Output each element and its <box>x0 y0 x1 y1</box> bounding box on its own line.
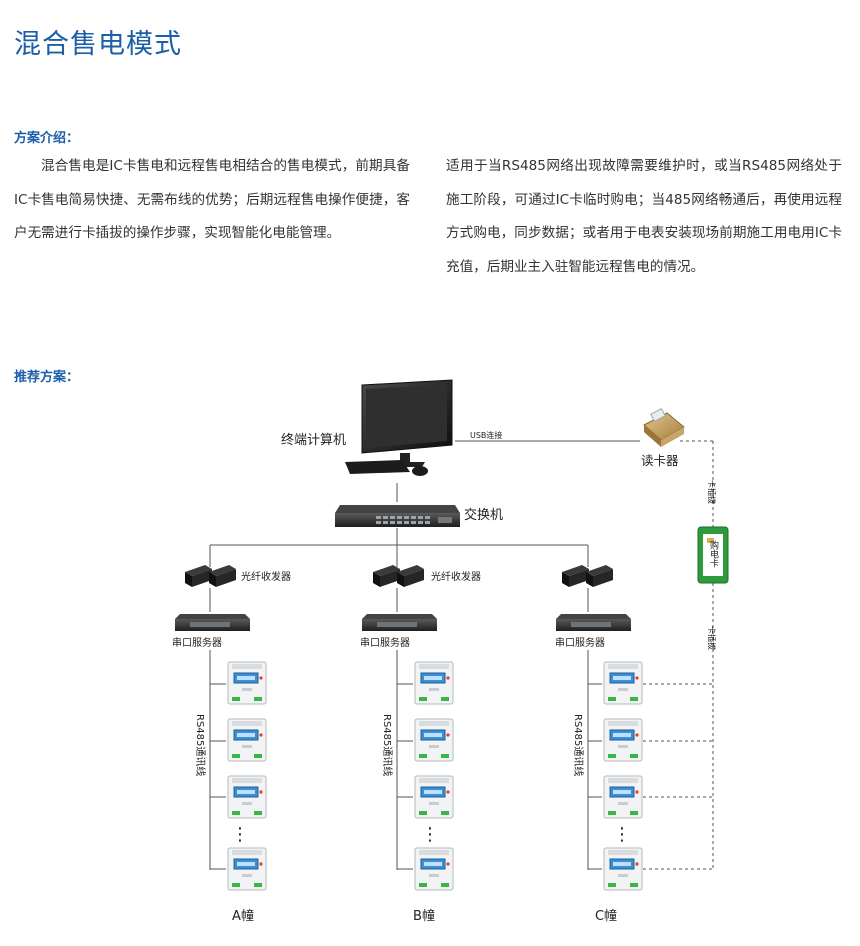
electric-meter-c-2 <box>603 718 643 762</box>
serial-server-c <box>556 614 631 631</box>
electric-meter-c-1 <box>603 661 643 705</box>
electric-meter-c-4 <box>603 847 643 891</box>
electric-meter-a-3 <box>227 775 267 819</box>
purchase-card-label: 购电卡 <box>708 539 719 568</box>
electric-meter-b-2 <box>414 718 454 762</box>
building-a-label: A幢 <box>232 908 254 924</box>
meters-layer <box>227 661 643 891</box>
serial-server-a <box>175 614 250 631</box>
card-dashed-lines <box>643 440 714 870</box>
ellipsis-a: ⋮ <box>231 824 249 845</box>
electric-meter-a-1 <box>227 661 267 705</box>
computer-label: 终端计算机 <box>281 432 346 448</box>
serial-server-c-label: 串口服务器 <box>555 636 605 649</box>
electric-meter-c-3 <box>603 775 643 819</box>
transceiver-a <box>185 565 236 587</box>
page-title: 混合售电模式 <box>14 29 182 60</box>
electric-meter-a-4 <box>227 847 267 891</box>
purchase-card <box>697 526 729 584</box>
serial-server-b-label: 串口服务器 <box>360 636 410 649</box>
rs485-label-a: RS485通讯线 <box>194 714 207 776</box>
intro-right-paragraph: 适用于当RS485网络出现故障需要维护时，或当RS485网络处于施工阶段，可通过… <box>446 158 842 275</box>
transceiver-b-label: 光纤收发器 <box>431 570 481 583</box>
serial-server-b <box>362 614 437 631</box>
rs485-label-c: RS485通讯线 <box>572 714 585 776</box>
intro-heading: 方案介绍： <box>14 131 80 146</box>
recommend-heading: 推荐方案： <box>14 370 80 385</box>
ellipsis-b: ⋮ <box>421 824 439 845</box>
transceiver-c <box>562 565 613 587</box>
card-insert-label-bottom: 卡插拔 <box>707 626 717 650</box>
rs485-label-b: RS485通讯线 <box>381 714 394 776</box>
computer <box>345 379 453 476</box>
card-reader <box>643 407 685 447</box>
usb-label: USB连接 <box>470 430 502 440</box>
transceiver-b <box>373 565 424 587</box>
network-lines <box>209 440 640 870</box>
electric-meter-b-1 <box>414 661 454 705</box>
network-switch <box>335 505 460 527</box>
electric-meter-a-2 <box>227 718 267 762</box>
electric-meter-b-3 <box>414 775 454 819</box>
card-insert-label-top: 卡插拔 <box>707 480 717 504</box>
electric-meter-b-4 <box>414 847 454 891</box>
intro-left-paragraph: 混合售电是IC卡售电和远程售电相结合的售电模式，前期具备IC卡售电简易快捷、无需… <box>14 158 410 241</box>
card-reader-label: 读卡器 <box>641 453 679 468</box>
transceiver-a-label: 光纤收发器 <box>241 570 291 583</box>
building-b-label: B幢 <box>413 908 435 924</box>
switch-label: 交换机 <box>464 507 503 523</box>
ellipsis-c: ⋮ <box>613 824 631 845</box>
building-c-label: C幢 <box>595 908 617 924</box>
serial-server-a-label: 串口服务器 <box>172 636 222 649</box>
